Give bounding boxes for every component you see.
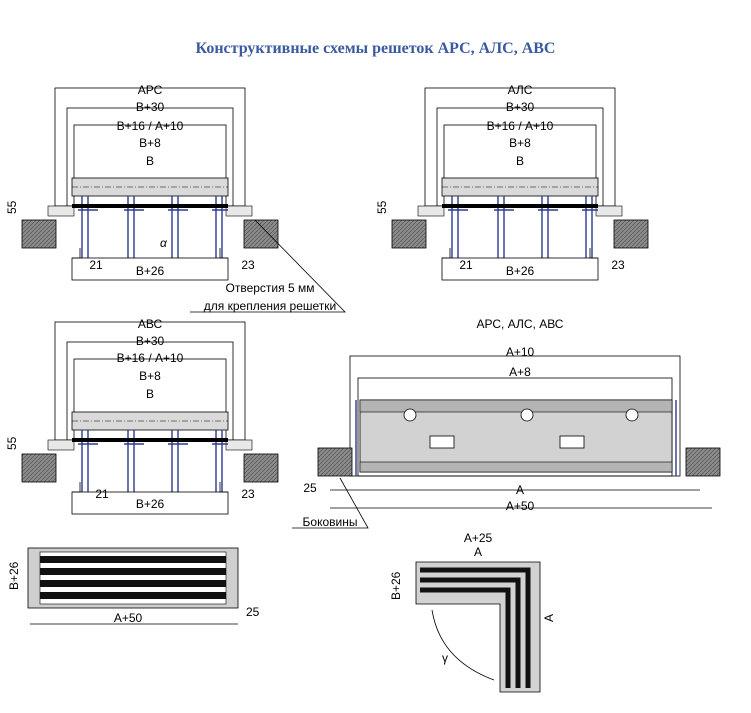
alc-d1: В+30 xyxy=(506,100,535,114)
alc-right: 23 xyxy=(611,258,625,272)
side-d1: А+10 xyxy=(506,345,535,359)
apc-angle: α xyxy=(160,236,168,250)
corner-left: В+26 xyxy=(389,571,403,600)
corner-angle: γ xyxy=(442,651,448,665)
alc-h: 55 xyxy=(375,200,389,214)
apc-d4: В xyxy=(146,154,154,168)
apc-right: 23 xyxy=(241,258,255,272)
apc-d2: В+16 / А+10 xyxy=(117,119,184,133)
apc-h: 55 xyxy=(5,200,19,214)
abc-d4: В xyxy=(146,387,154,401)
section-side: АРС, АЛС, АВС А+10 А+8 А А+50 25 Боковин… xyxy=(292,317,721,529)
side-note: Боковины xyxy=(303,515,358,529)
hole-note-line1: Отверстия 5 мм xyxy=(226,281,315,295)
abc-bottom: В+26 xyxy=(136,497,165,511)
apc-d3: В+8 xyxy=(139,136,161,150)
side-left: 25 xyxy=(303,481,317,495)
side-a: А xyxy=(516,483,524,497)
section-front: В+26 А+50 25 xyxy=(7,547,260,625)
apc-d1: В+30 xyxy=(136,100,165,114)
corner-right: А xyxy=(542,614,556,622)
corner-top1: А+25 xyxy=(464,531,493,545)
abc-name: АВС xyxy=(138,317,163,331)
hole-note-line2: для крепления решетки xyxy=(204,299,336,313)
abc-d2: В+16 / А+10 xyxy=(117,351,184,365)
abc-right: 23 xyxy=(241,487,255,501)
apc-bottom: В+26 xyxy=(136,264,165,278)
side-a50: А+50 xyxy=(506,499,535,513)
alc-d2: В+16 / А+10 xyxy=(487,119,554,133)
side-name: АРС, АЛС, АВС xyxy=(477,317,564,331)
section-corner: А+25 А В+26 А γ xyxy=(389,531,556,693)
alc-left: 21 xyxy=(459,258,473,272)
apc-left: 21 xyxy=(89,258,103,272)
alc-bottom: В+26 xyxy=(506,264,535,278)
hole-leader-line xyxy=(190,219,346,313)
abc-d3: В+8 xyxy=(139,369,161,383)
alc-d4: В xyxy=(516,154,524,168)
section-apc: АРС В+30 В+16 / А+10 В+8 В 55 21 В+26 23… xyxy=(5,83,279,281)
apc-name: АРС xyxy=(138,83,163,97)
front-r: 25 xyxy=(246,605,260,619)
section-abc: АВС В+30 В+16 / А+10 В+8 В 55 21 В+26 23 xyxy=(5,317,279,515)
corner-top2: А xyxy=(474,545,482,559)
side-d2: А+8 xyxy=(509,365,531,379)
front-w: А+50 xyxy=(114,611,143,625)
alc-d3: В+8 xyxy=(509,136,531,150)
page-title: Конструктивные схемы решеток АРС, АЛС, А… xyxy=(195,40,556,57)
section-alc: АЛС В+30 В+16 / А+10 В+8 В 55 21 В+26 23 xyxy=(375,83,649,281)
alc-name: АЛС xyxy=(508,83,533,97)
abc-h: 55 xyxy=(5,436,19,450)
abc-d1: В+30 xyxy=(136,334,165,348)
abc-left: 21 xyxy=(95,487,109,501)
front-h: В+26 xyxy=(7,561,21,590)
